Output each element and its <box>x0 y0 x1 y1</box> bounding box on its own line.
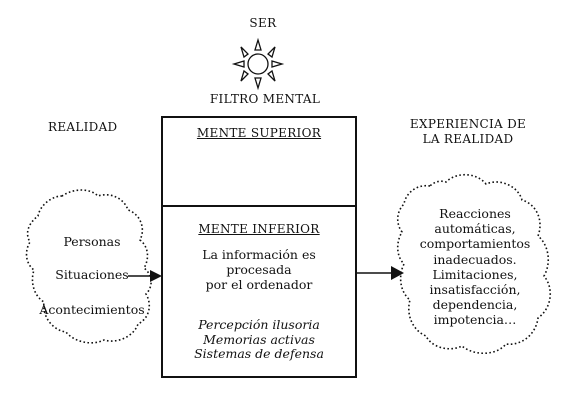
ser-label: SER <box>249 16 277 30</box>
list-item: Percepción ilusoria <box>198 317 320 332</box>
list-item: dependencia, <box>432 297 518 313</box>
experience-title: EXPERIENCIA DE LA REALIDAD <box>398 117 538 147</box>
sun-icon <box>231 37 285 91</box>
arrow-right-icon <box>357 266 404 280</box>
arrow-right-icon <box>128 270 162 282</box>
list-item: comportamientos <box>419 236 531 252</box>
list-item: automáticas, <box>434 221 516 237</box>
list-item: Memorias activas <box>203 331 315 347</box>
experience-items: Reacciones automáticas, comportamientos … <box>418 206 532 328</box>
filter-label: FILTRO MENTAL <box>209 92 321 106</box>
upper-mind-heading: MENTE SUPERIOR <box>196 126 322 140</box>
list-item: Reacciones <box>439 206 511 221</box>
experience-title-line1: EXPERIENCIA DE <box>409 117 527 131</box>
list-item: insatisfacción, <box>429 282 521 298</box>
experience-title-line2: LA REALIDAD <box>422 132 514 146</box>
reality-title: REALIDAD <box>48 120 118 134</box>
list-item: Sistemas de defensa <box>194 346 324 361</box>
mind-divider <box>161 205 357 207</box>
mental-filter-box <box>161 116 357 378</box>
process-text: La información es procesada por el orden… <box>168 247 350 292</box>
reality-item: Acontecimientos <box>39 302 145 317</box>
reality-item: Personas <box>63 234 121 249</box>
lower-mind-heading: MENTE INFERIOR <box>198 222 320 236</box>
list-item: Limitaciones, <box>432 266 518 282</box>
list-item: impotencia… <box>433 312 517 328</box>
list-item: inadecuados. <box>433 251 517 267</box>
process-line-2: por el ordenador <box>205 277 313 292</box>
process-line-1: La información es procesada <box>202 247 316 277</box>
lower-mind-items: Percepción ilusoria Memorias activas Sis… <box>168 317 350 362</box>
reality-item: Situaciones <box>55 267 129 282</box>
